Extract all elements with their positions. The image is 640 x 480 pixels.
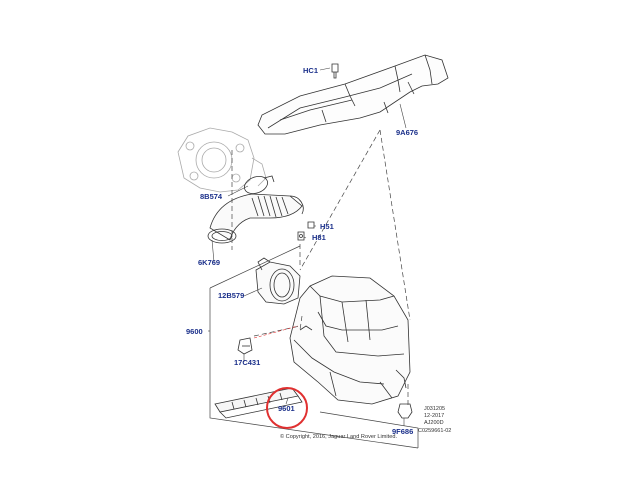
intake-hose-6k769 — [207, 193, 304, 244]
fastener-h51 — [307, 221, 315, 229]
callout-9f686[interactable]: 9F686 — [392, 427, 414, 436]
group-frame — [209, 245, 419, 449]
clip-hc1 — [331, 63, 339, 79]
reference-line-1: J031205 — [424, 406, 446, 412]
callout-6k769[interactable]: 6K769 — [198, 258, 221, 267]
hose-clamp-8b574 — [243, 175, 275, 194]
callout-8b574[interactable]: 8B574 — [200, 192, 223, 201]
mount-9f686 — [397, 403, 413, 419]
copyright-notice: © Copyright, 2016, Jaguar Land Rover Lim… — [280, 434, 397, 440]
assembly-lines — [231, 129, 411, 406]
callout-12b579[interactable]: 12B579 — [218, 291, 245, 300]
highlight-guide-line — [253, 325, 299, 339]
callout-9a676[interactable]: 9A676 — [396, 128, 419, 137]
fastener-h81 — [297, 231, 305, 241]
reference-line-3: AJ200D — [424, 420, 444, 426]
air-intake-duct-9a676 — [257, 54, 449, 135]
callout-17c431[interactable]: 17C431 — [234, 358, 261, 367]
throttle-body — [177, 127, 267, 193]
callout-hc1[interactable]: HC1 — [303, 66, 319, 75]
highlight-circle — [266, 387, 308, 429]
callout-9600[interactable]: 9600 — [186, 327, 203, 336]
bracket-17c431 — [237, 337, 253, 355]
air-cleaner-9600 — [289, 275, 411, 405]
reference-line-2: 12-2017 — [424, 413, 445, 419]
callout-h81[interactable]: H81 — [312, 233, 326, 242]
callout-h51[interactable]: H51 — [320, 222, 334, 231]
maf-sensor-12b579 — [255, 257, 301, 305]
reference-line-4: C0259661-02 — [418, 428, 452, 434]
